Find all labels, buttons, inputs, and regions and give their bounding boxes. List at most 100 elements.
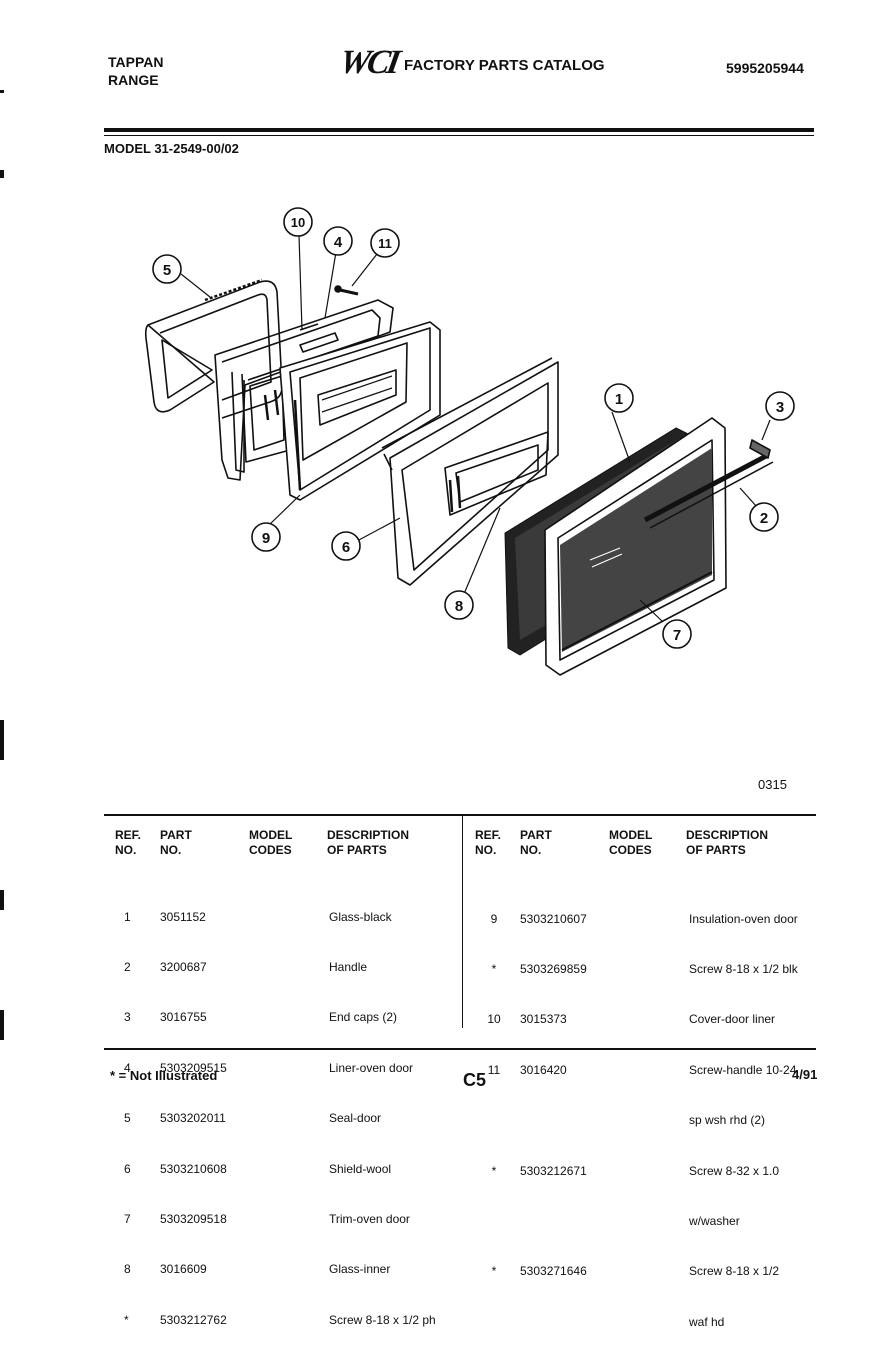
table-row: [520, 1213, 587, 1230]
table-row: [480, 1314, 508, 1331]
table-row: 5303202011: [160, 1111, 226, 1126]
svg-text:3: 3: [776, 399, 784, 416]
callout-4: 4: [323, 226, 353, 256]
catalog-date: 4/91: [792, 1067, 818, 1082]
table-row: Seal-door: [329, 1111, 382, 1126]
table-row: *: [491, 1264, 497, 1279]
table-row: Trim-oven door: [329, 1211, 410, 1226]
table-row: Screw-handle 10-24: [689, 1062, 797, 1077]
right-ref-column: 9 * 10 11 * *: [480, 877, 508, 1347]
table-row: sp wsh rhd (2): [689, 1113, 766, 1128]
svg-text:2: 2: [760, 510, 768, 527]
right-desc-column: Insulation-oven door Screw 8-18 x 1/2 bl…: [689, 877, 798, 1347]
page-code: C5: [463, 1070, 487, 1090]
table-row: Handle: [329, 959, 368, 974]
table-row: [520, 1112, 587, 1129]
table-row: [480, 1213, 508, 1230]
scan-margin-mark: [0, 890, 4, 910]
table-row: 5303209515: [160, 1060, 227, 1075]
table-row: 4: [124, 1060, 131, 1075]
svg-text:8: 8: [455, 598, 463, 615]
callout-1: 1: [604, 383, 634, 413]
callout-3: 3: [765, 391, 795, 421]
svg-text:10: 10: [291, 215, 305, 230]
table-row: 5303210608: [160, 1161, 227, 1176]
table-row: 3015373: [520, 1012, 567, 1027]
figure-code: 0315: [758, 777, 787, 792]
insulation-oven-door-part: [279, 321, 441, 501]
header-rule-thin: [104, 135, 814, 136]
header-rule-thick: [104, 128, 814, 132]
table-row: 5303209518: [160, 1211, 227, 1226]
table-row: 5303271646: [520, 1264, 587, 1279]
table-row: Shield-wool: [329, 1161, 392, 1176]
table-row: *: [491, 1163, 497, 1178]
table-row: 11: [487, 1062, 501, 1077]
exploded-door-diagram: 1 2 3 4 5 6 7 8 9 10 11: [144, 207, 795, 676]
table-row: 5303212762: [160, 1312, 227, 1327]
callout-10: 10: [283, 207, 313, 237]
svg-text:7: 7: [673, 627, 681, 644]
table-row: 3016420: [520, 1062, 567, 1077]
callout-6: 6: [331, 531, 361, 561]
not-illustrated-note: * = Not Illustrated: [110, 1068, 218, 1083]
table-row: End caps (2): [329, 1010, 398, 1025]
table-row: 10: [487, 1012, 501, 1027]
table-row: 3200687: [160, 959, 207, 974]
scan-margin-mark: [0, 1010, 4, 1040]
table-row: 3051152: [160, 909, 206, 924]
callout-2: 2: [749, 502, 779, 532]
table-row: waf hd: [689, 1314, 725, 1329]
table-row: 5303210607: [520, 911, 587, 926]
trim-oven-door-part: [544, 417, 727, 676]
left-part-column: 3051152 3200687 3016755 5303209515 53032…: [160, 875, 227, 1345]
left-ref-column: 1 2 3 4 5 6 7 8 *: [124, 875, 131, 1345]
svg-text:4: 4: [334, 234, 343, 251]
table-bottom-rule: [104, 1048, 816, 1050]
table-row: 5: [124, 1111, 131, 1126]
table-row: 3016755: [160, 1010, 207, 1025]
catalog-title: FACTORY PARTS CATALOG: [404, 57, 605, 74]
table-row: *: [124, 1312, 129, 1327]
table-row: Screw 8-32 x 1.0: [689, 1163, 780, 1178]
model-number: MODEL 31-2549-00/02: [104, 141, 239, 156]
scan-margin-mark: [0, 90, 4, 93]
svg-text:1: 1: [615, 391, 623, 408]
table-row: 1: [124, 909, 131, 924]
table-row: w/washer: [689, 1213, 740, 1228]
callout-11: 11: [370, 228, 400, 258]
header-ref-left: REF.NO.: [115, 828, 142, 857]
table-row: Screw 8-18 x 1/2 ph: [329, 1312, 436, 1327]
right-part-column: 5303210607 5303269859 3015373 3016420 53…: [520, 877, 587, 1347]
screw-handle-part: [334, 285, 359, 296]
svg-text:9: 9: [262, 530, 270, 547]
table-row: *: [491, 961, 497, 976]
callout-9: 9: [251, 522, 281, 552]
liner-oven-door-part: [214, 299, 394, 481]
brand-line-2: RANGE: [108, 72, 159, 88]
table-row: [520, 1314, 587, 1331]
table-row: Screw 8-18 x 1/2 blk: [689, 961, 798, 976]
table-row: 6: [124, 1161, 131, 1176]
callout-5: 5: [152, 254, 182, 284]
table-row: 2: [124, 959, 131, 974]
scan-margin-mark: [0, 720, 4, 760]
table-row: Glass-black: [329, 909, 392, 924]
handle-part: [643, 452, 774, 529]
scan-margin-mark: [0, 170, 4, 178]
table-divider: [462, 816, 463, 1028]
table-row: 3016609: [160, 1262, 207, 1277]
table-row: 7: [124, 1211, 131, 1226]
table-top-rule: [104, 814, 816, 816]
table-row: 3: [124, 1010, 131, 1025]
svg-text:5: 5: [163, 262, 171, 279]
header-ref-right: REF.NO.: [475, 828, 502, 857]
table-row: 8: [124, 1262, 131, 1277]
shield-wool-part: [381, 357, 559, 586]
table-row: Cover-door liner: [689, 1012, 776, 1027]
svg-text:11: 11: [378, 236, 392, 251]
